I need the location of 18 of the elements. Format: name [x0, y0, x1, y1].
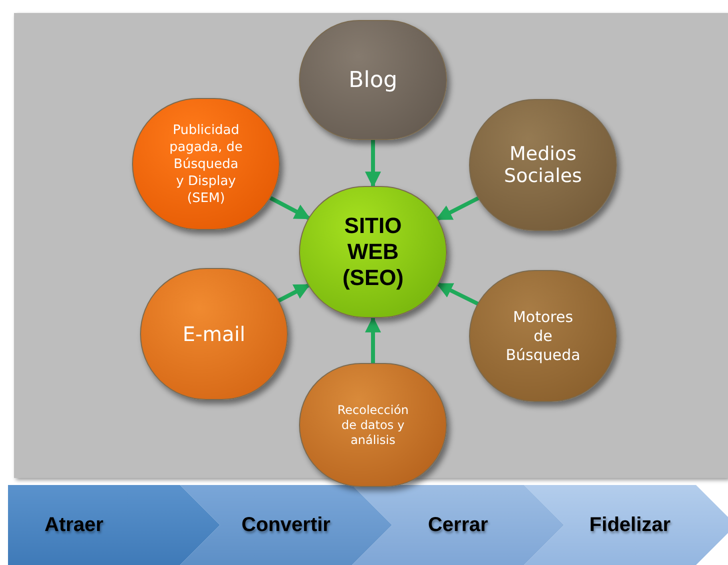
arrow [268, 196, 311, 220]
channel-label: Medios Sociales [503, 143, 583, 187]
hub-label: (SEO) [341, 265, 405, 291]
channel-label: Recolección de datos y análisis [336, 402, 410, 448]
arrow [277, 283, 310, 303]
channel-label: Publicidad pagada, de Búsqueda y Display (SEM) [168, 122, 244, 206]
stage-label: Convertir [242, 513, 330, 538]
channel-label: Motores de Búsqueda [504, 308, 582, 364]
arrow [365, 316, 381, 363]
stage-label: Fidelizar [589, 513, 671, 538]
arrow [436, 196, 480, 221]
channel-label: E-mail [182, 321, 246, 348]
channel-label: Blog [348, 66, 398, 94]
arrow [436, 282, 480, 306]
stage-label: Atraer [44, 513, 104, 538]
stage-label: Cerrar [428, 513, 488, 538]
hub-label: SITIO WEB [343, 213, 403, 265]
arrow [365, 140, 381, 188]
